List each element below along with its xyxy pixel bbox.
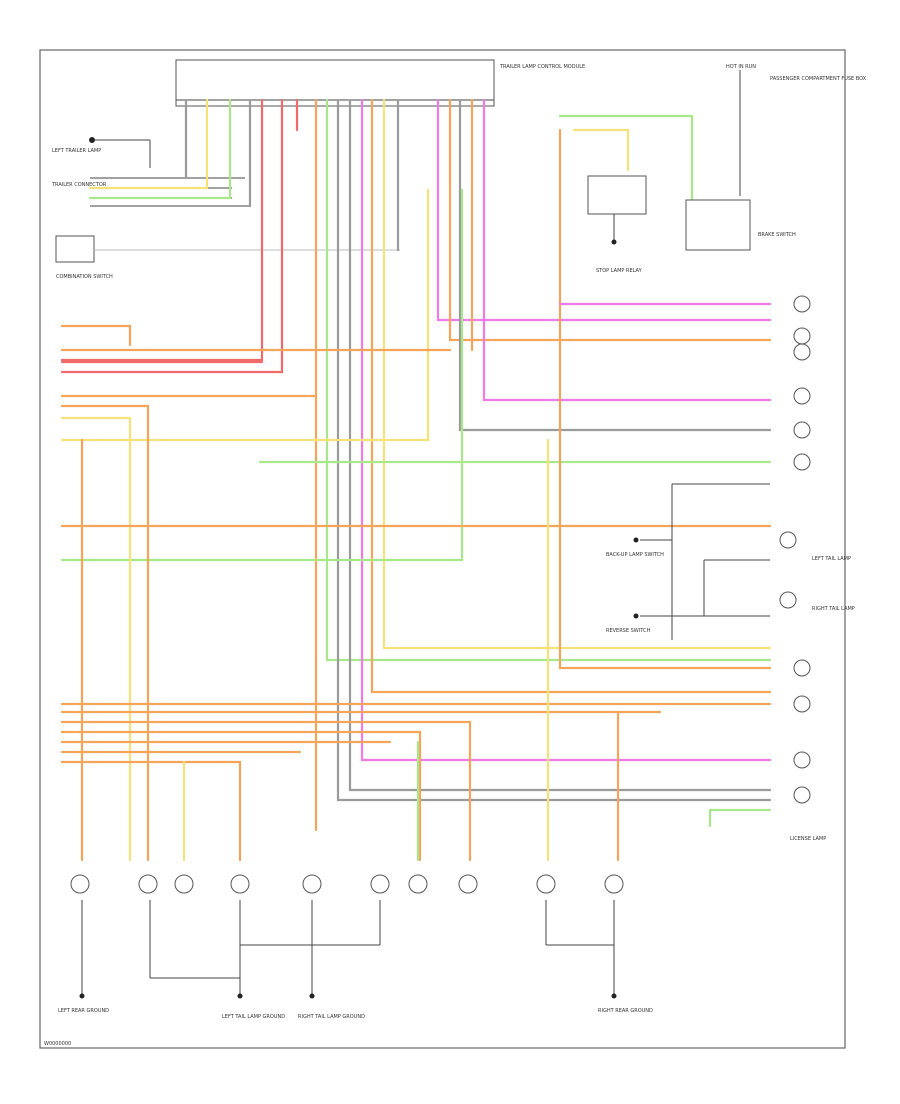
- trailer-connector: TRAILER CONNECTOR: [51, 177, 250, 207]
- relay-label: STOP LAMP RELAY: [596, 268, 643, 274]
- right-tail-lamp-label: RIGHT TAIL LAMP: [812, 606, 855, 612]
- backup-switch-label: BACK-UP LAMP SWITCH: [606, 552, 664, 558]
- left-tail-lamp-label: LEFT TAIL LAMP: [812, 556, 851, 562]
- reverse-switch-label: REVERSE SWITCH: [606, 628, 650, 634]
- brake-switch-label: BRAKE SWITCH: [758, 232, 796, 238]
- backup-switches: BACK-UP LAMP SWITCH REVERSE SWITCH: [606, 483, 770, 640]
- left-trailer-switch: LEFT TRAILER LAMP: [52, 137, 151, 168]
- ground-3-label: RIGHT TAIL LAMP GROUND: [298, 1014, 365, 1020]
- brake-switch-box: [685, 199, 751, 251]
- license-lamp-label: LICENSE LAMP: [790, 836, 826, 842]
- combination-switch-label: COMBINATION SWITCH: [56, 274, 113, 280]
- diagram-frame: [39, 49, 846, 1049]
- fuse-box: STOP LAMP RELAY BRAKE SWITCH PASSENGER C…: [558, 64, 867, 306]
- ground-2-label: LEFT TAIL LAMP GROUND: [222, 1014, 285, 1020]
- module-label: TRAILER LAMP CONTROL MODULE: [499, 64, 585, 70]
- ground-4-label: RIGHT REAR GROUND: [598, 1008, 653, 1014]
- relay-box: [587, 175, 647, 215]
- hot-run-label: HOT IN RUN: [726, 64, 756, 70]
- left-switch-label: LEFT TRAILER LAMP: [52, 148, 101, 154]
- module-wires: [60, 98, 772, 832]
- bottom-lamps: LEFT REAR GROUND LEFT TAIL LAMP GROUND R…: [58, 874, 653, 1020]
- trailer-lamp-module: TRAILER LAMP CONTROL MODULE: [175, 59, 585, 107]
- fuse-box-label: PASSENGER COMPARTMENT FUSE BOX: [770, 76, 867, 82]
- trailer-connector-label: TRAILER CONNECTOR: [51, 182, 107, 188]
- combination-switch: COMBINATION SWITCH: [55, 235, 400, 280]
- left-harness: [60, 128, 772, 862]
- footer-label: W0000000: [44, 1041, 71, 1047]
- ground-1-label: LEFT REAR GROUND: [58, 1008, 109, 1014]
- module-body: [175, 59, 495, 107]
- right-lamps: LICENSE LAMP LEFT TAIL LAMP RIGHT TAIL L…: [708, 295, 855, 842]
